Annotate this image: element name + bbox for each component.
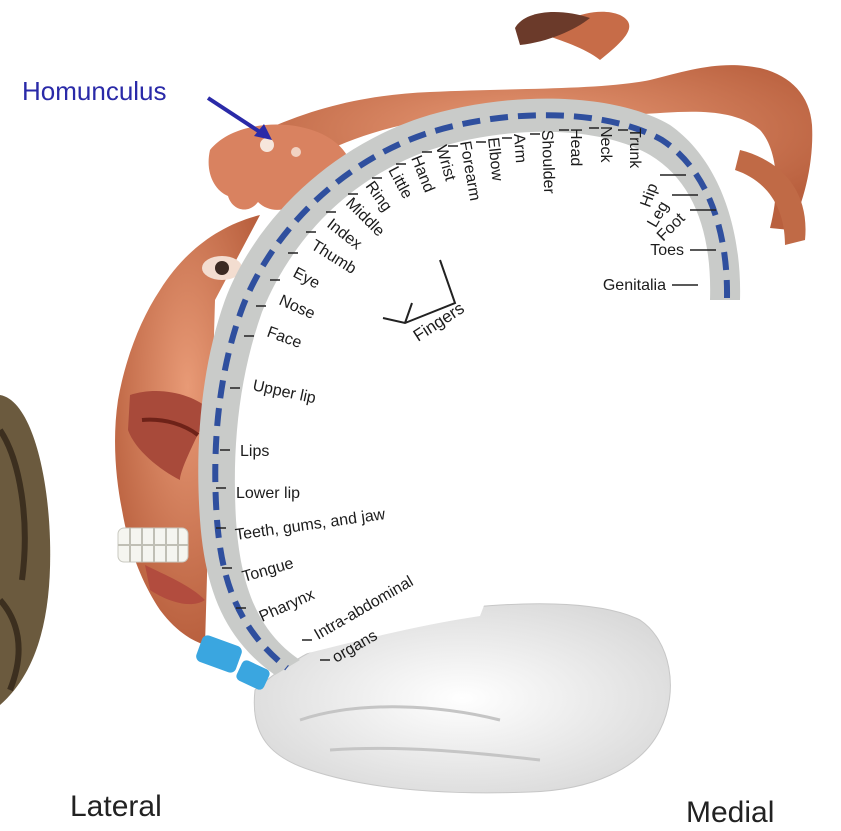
callout-homunculus: Homunculus xyxy=(22,76,167,107)
label-medial: Medial xyxy=(686,796,774,830)
label-lateral: Lateral xyxy=(70,790,162,824)
fingernail-icon xyxy=(291,147,301,157)
region-label: Lips xyxy=(240,443,269,460)
pupil-icon xyxy=(215,261,229,275)
blue-patch xyxy=(194,634,243,675)
callout-arrow-icon xyxy=(200,80,280,150)
region-label: Toes xyxy=(650,242,684,259)
cortex-interior-medial xyxy=(600,300,705,370)
region-label: Genitalia xyxy=(603,277,666,294)
region-label: Trunk xyxy=(626,128,643,169)
region-label: Head xyxy=(567,128,584,166)
region-label: Arm xyxy=(510,133,529,163)
region-label: Lower lip xyxy=(236,485,300,502)
region-label: Neck xyxy=(597,126,614,163)
region-label: Shoulder xyxy=(538,130,557,195)
